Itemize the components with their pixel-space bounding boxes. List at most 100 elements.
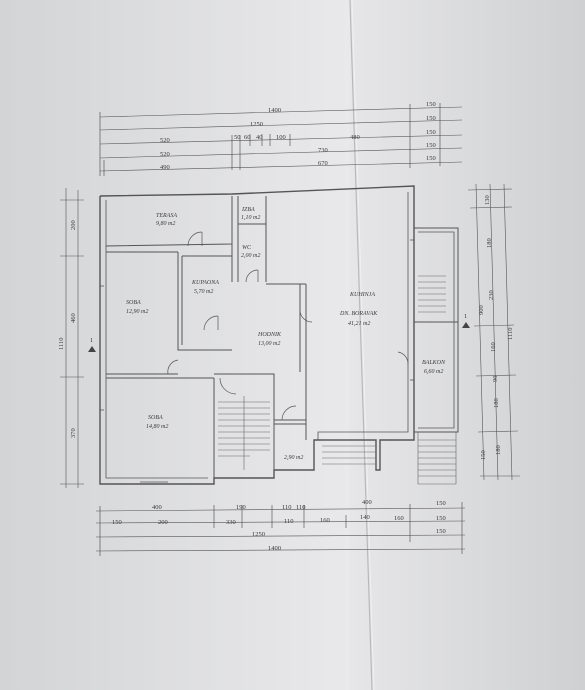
section-arrow-left-icon xyxy=(88,346,96,352)
door-soba-2 xyxy=(219,377,237,395)
left-dimensions xyxy=(60,188,84,488)
stairs-interior xyxy=(218,396,270,470)
room-kuhinja: KUHINJA DN. BORAVAK 41,21 m2 xyxy=(339,292,378,327)
dim-bottom-400-b: 400 xyxy=(362,499,372,506)
room-area: 14,80 m2 xyxy=(146,423,168,430)
room-name: HODNIK xyxy=(257,332,282,338)
dim-right-180-a: 180 xyxy=(486,238,493,248)
room-name-2: DN. BORAVAK xyxy=(339,311,378,317)
bottom-dimension-labels: 400 190 110 110 400 150 150 200 330 110 … xyxy=(112,499,446,552)
dim-bottom-1400: 1400 xyxy=(268,545,281,552)
dim-top-100: 100 xyxy=(276,134,286,141)
dim-top-1400: 1400 xyxy=(268,107,281,114)
dim-right-180-c: 180 xyxy=(495,445,502,455)
dim-bottom-190: 190 xyxy=(236,504,246,511)
room-name: KUHINJA xyxy=(349,292,375,298)
room-name: IZBA xyxy=(241,207,255,213)
dim-bottom-110-b: 110 xyxy=(296,504,306,511)
room-area: 12,90 m2 xyxy=(126,309,148,315)
dim-bottom-160-a: 160 xyxy=(320,517,330,524)
dim-left-370: 370 xyxy=(70,428,77,438)
stairs-balcony-lower xyxy=(417,432,457,485)
dim-top-670: 670 xyxy=(318,160,328,167)
room-soba-2: SOBA 14,80 m2 xyxy=(146,415,168,430)
dim-bottom-140: 140 xyxy=(360,514,370,521)
doors xyxy=(167,231,409,421)
left-dimension-labels: 1110 200 460 370 xyxy=(58,220,77,438)
dim-bottom-1250: 1250 xyxy=(252,531,265,538)
room-area: 41,21 m2 xyxy=(348,320,370,327)
dim-right-900: 900 xyxy=(478,305,485,315)
dim-right-1110: 1110 xyxy=(507,327,514,340)
dim-bottom-200: 200 xyxy=(158,519,168,526)
door-terasa xyxy=(187,231,203,247)
bottom-dimensions xyxy=(95,502,466,556)
section-marker-right: 1 xyxy=(462,313,470,328)
top-dimension-labels: 1400 150 1250 150 520 50 60 40 100 480 1… xyxy=(160,101,436,171)
dim-top-50: 50 xyxy=(234,134,241,141)
dim-top-40: 40 xyxy=(256,134,263,141)
room-wc: WC 2,00 m2 xyxy=(241,245,260,259)
room-name: TERASA xyxy=(156,213,177,219)
dim-left-200: 200 xyxy=(70,220,77,230)
room-name: WC xyxy=(242,245,252,251)
dim-bottom-150-a: 150 xyxy=(436,500,446,507)
room-labels: TERASA 9,80 m2 IZBA 1,10 m2 WC 2,00 m2 K… xyxy=(126,207,446,461)
dim-bottom-150-d: 150 xyxy=(436,528,446,535)
room-name: BALKON xyxy=(422,360,446,366)
room-terasa: TERASA 9,80 m2 xyxy=(156,213,177,227)
room-area: 9,80 m2 xyxy=(156,221,175,227)
room-area: 6,60 m2 xyxy=(424,369,443,375)
door-kupaona xyxy=(203,315,219,331)
room-area: 2,90 m2 xyxy=(284,455,303,461)
right-dimensions xyxy=(467,183,520,481)
dim-top-150-d: 150 xyxy=(426,142,436,149)
room-area: 2,00 m2 xyxy=(241,253,260,259)
room-area: 5,70 m2 xyxy=(194,289,213,295)
dim-bottom-330: 330 xyxy=(226,519,236,526)
dim-bottom-400-a: 400 xyxy=(152,504,162,511)
room-area: 1,10 m2 xyxy=(241,215,260,221)
dim-right-90: 90 xyxy=(492,376,499,383)
dim-top-520-a: 520 xyxy=(160,137,170,144)
dim-right-160: 160 xyxy=(490,342,497,352)
door-balkon xyxy=(397,351,409,365)
dim-top-150-c: 150 xyxy=(426,129,436,136)
stairs-balcony-upper xyxy=(418,275,446,313)
section-marker-left: 1 xyxy=(88,337,96,352)
dim-right-180-b: 180 xyxy=(493,398,500,408)
dim-top-60: 60 xyxy=(244,134,251,141)
room-name: KUPAONA xyxy=(191,280,219,286)
door-soba-1 xyxy=(167,359,179,375)
room-soba-1: SOBA 12,90 m2 xyxy=(126,300,148,315)
section-label-right: 1 xyxy=(464,313,467,320)
room-kupaona: KUPAONA 5,70 m2 xyxy=(191,280,219,295)
room-name: SOBA xyxy=(126,300,141,306)
room-storage: 2,90 m2 xyxy=(284,455,303,461)
dim-bottom-150-c: 150 xyxy=(436,515,446,522)
dim-left-460: 460 xyxy=(70,313,77,323)
dim-right-230: 230 xyxy=(488,290,495,300)
dim-bottom-160-b: 160 xyxy=(394,515,404,522)
room-izba: IZBA 1,10 m2 xyxy=(241,207,260,221)
door-storage xyxy=(281,405,297,421)
dim-bottom-110-a: 110 xyxy=(282,504,292,511)
room-area: 13,00 m2 xyxy=(258,341,280,347)
dim-top-490: 490 xyxy=(160,164,170,171)
dim-top-150-b: 150 xyxy=(426,115,436,122)
dim-top-520-b: 520 xyxy=(160,151,170,158)
door-wc xyxy=(245,269,259,283)
section-arrow-right-icon xyxy=(462,322,470,328)
windows xyxy=(100,239,414,483)
room-name: SOBA xyxy=(148,415,163,421)
dim-top-150-e: 150 xyxy=(426,155,436,162)
section-label-left: 1 xyxy=(90,337,93,344)
dim-top-730: 730 xyxy=(318,147,328,154)
dim-right-130: 130 xyxy=(484,195,491,205)
dim-top-1250: 1250 xyxy=(250,121,263,128)
room-balkon: BALKON 6,60 m2 xyxy=(422,360,446,375)
dim-right-150: 150 xyxy=(480,450,487,460)
dim-top-480: 480 xyxy=(350,134,360,141)
